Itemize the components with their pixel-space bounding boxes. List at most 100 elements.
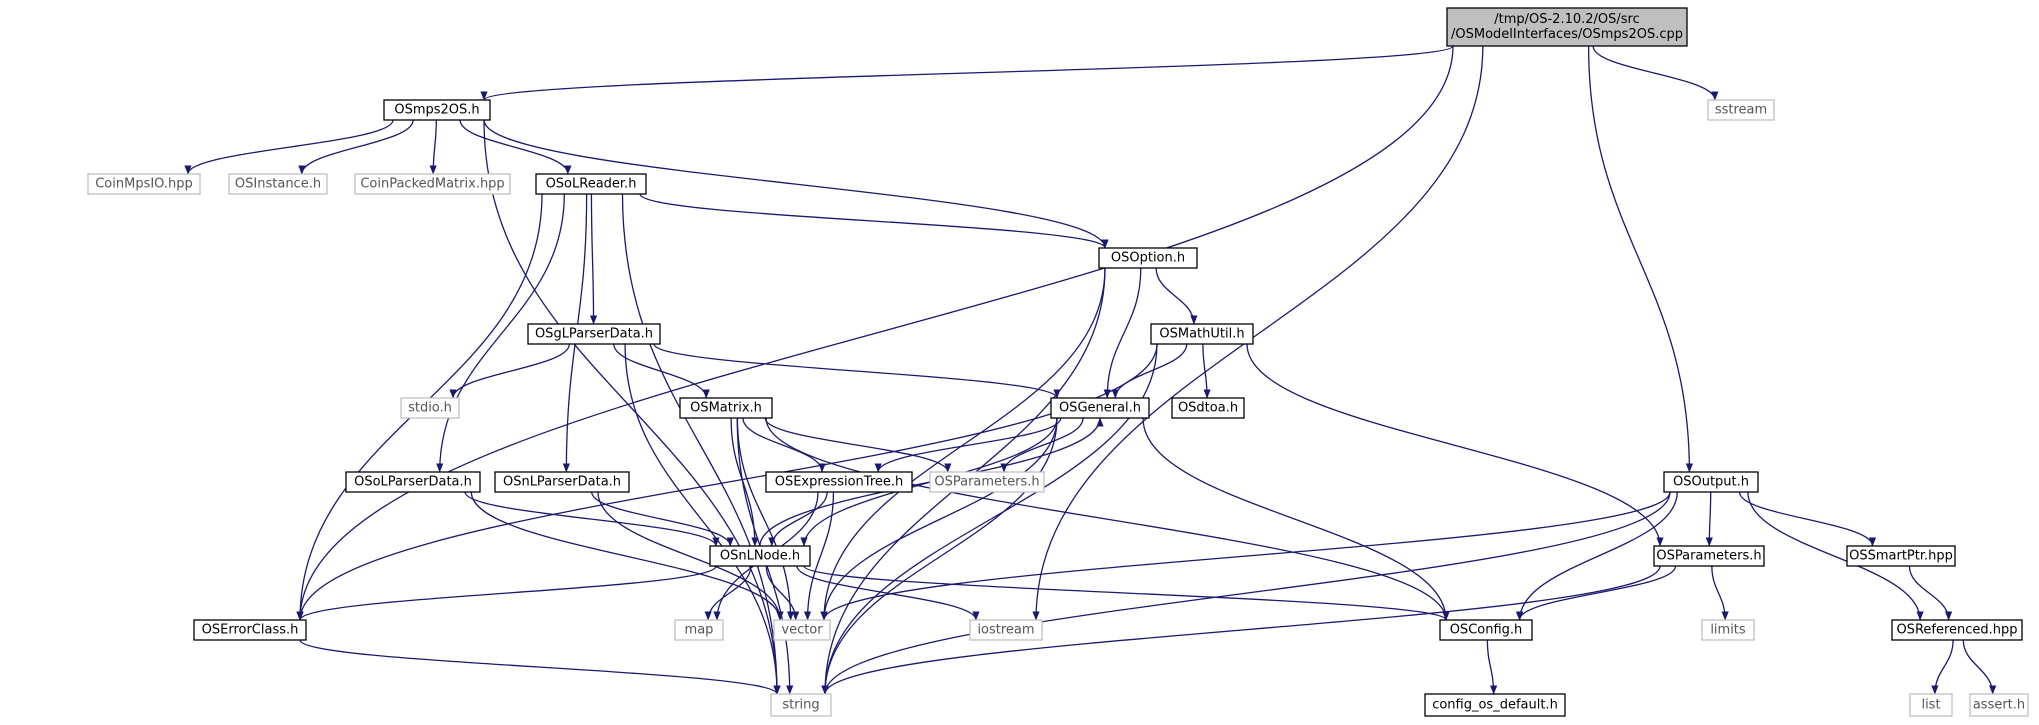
- node-label: OSnLNode.h: [720, 549, 800, 564]
- edge-osolparser-to-vector: [470, 491, 784, 621]
- node-label: string: [782, 698, 819, 713]
- node-osnlnode[interactable]: OSnLNode.h: [709, 545, 811, 567]
- node-sstream: sstream: [1707, 99, 1775, 121]
- edge-osolreader-to-osglparser: [589, 193, 598, 325]
- edge-osmathutil-to-osdtoa: [1202, 343, 1211, 399]
- edge-osolreader-to-osoption: [639, 193, 1109, 249]
- edge-osmathutil-to-osgeneral: [1111, 343, 1188, 399]
- edge-osnlnode-to-iostream: [796, 565, 980, 621]
- edge-smps2os-to-osinstance: [298, 119, 414, 175]
- node-box: [354, 173, 511, 195]
- node-label: OSReferenced.hpp: [1896, 623, 2017, 638]
- node-ossmartptr[interactable]: OSSmartPtr.hpp: [1846, 545, 1956, 567]
- edge-root-to-smps2os: [480, 45, 1454, 101]
- edge-osolreader-to-string: [621, 193, 781, 695]
- node-box: [1707, 99, 1775, 121]
- node-box: [1446, 7, 1688, 47]
- node-box: [770, 693, 832, 717]
- node-label: OSMathUtil.h: [1159, 327, 1244, 342]
- edge-osexprtree-to-vector: [803, 491, 835, 621]
- node-label: OSgLParserData.h: [535, 327, 653, 342]
- node-string: string: [770, 693, 832, 717]
- edge-smps2os-to-coinmpsio: [184, 119, 394, 175]
- node-box: [527, 323, 661, 345]
- node-label: OSSmartPtr.hpp: [1849, 549, 1953, 564]
- edge-osmathutil-to-osparams: [1246, 343, 1664, 547]
- node-label: OSParameters.h: [1656, 549, 1761, 564]
- edge-osoption-to-osgeneral: [1103, 267, 1142, 399]
- node-osoutput[interactable]: OSOutput.h: [1663, 471, 1759, 493]
- node-osreferenced[interactable]: OSReferenced.hpp: [1891, 619, 2023, 641]
- node-label: OSmps2OS.h: [394, 103, 479, 118]
- edge-osmatrix-to-osconfig: [765, 417, 1450, 621]
- node-label: OSnLParserData.h: [503, 475, 621, 490]
- node-osdtoa[interactable]: OSdtoa.h: [1171, 397, 1245, 419]
- edge-osreferenced-to-assert: [1962, 639, 1997, 695]
- node-osgeneral[interactable]: OSGeneral.h: [1050, 397, 1150, 419]
- edge-osexprtree-to-osnlnode: [768, 491, 828, 547]
- edge-osoutput-to-osconfig: [1516, 491, 1678, 621]
- node-box: [87, 173, 201, 195]
- edge-osglparser-to-osmatrix: [613, 343, 710, 399]
- node-osparams[interactable]: OSParameters.h: [1653, 545, 1765, 567]
- edge-osgeneral-to-vector: [820, 417, 1058, 621]
- node-label: OSInstance.h: [235, 177, 321, 192]
- edge-layer: [184, 45, 1997, 695]
- edge-ossmartptr-to-osreferenced: [1908, 565, 1953, 621]
- edge-osnlnode-to-osconfig: [803, 565, 1450, 621]
- edge-osgeneral-to-osexprtree: [874, 417, 1062, 473]
- node-osnlparser[interactable]: OSnLParserData.h: [494, 471, 630, 493]
- node-assert: assert.h: [1969, 693, 2029, 717]
- node-configdefault[interactable]: config_os_default.h: [1424, 693, 1566, 717]
- node-box: [400, 397, 460, 419]
- node-osolparser[interactable]: OSoLParserData.h: [345, 471, 481, 493]
- node-box: [1909, 693, 1953, 717]
- edge-osoutput-to-osreferenced: [1747, 491, 1924, 621]
- node-limits: limits: [1701, 619, 1755, 641]
- node-label: OSParameters.h: [934, 475, 1039, 490]
- node-label: iostream: [977, 623, 1034, 638]
- node-box: [1891, 619, 2023, 641]
- edge-oserrorclass-to-string: [299, 639, 781, 695]
- node-smps2os[interactable]: OSmps2OS.h: [383, 99, 491, 121]
- edge-osparams-to-string: [821, 565, 1661, 695]
- node-osinstance: OSInstance.h: [228, 173, 328, 195]
- node-box: [674, 619, 724, 641]
- node-box: [1653, 545, 1765, 567]
- node-osglparser[interactable]: OSgLParserData.h: [527, 323, 661, 345]
- node-label: map: [685, 623, 714, 638]
- node-box: [193, 619, 307, 641]
- edge-osconfig-to-configdefault: [1486, 639, 1498, 695]
- edge-osreferenced-to-list: [1931, 639, 1954, 695]
- node-box: [535, 173, 647, 195]
- node-list: list: [1909, 693, 1953, 717]
- node-map: map: [674, 619, 724, 641]
- edge-osoption-to-osmathutil: [1155, 267, 1198, 325]
- edge-osnlnode-to-vector: [765, 565, 800, 621]
- node-box: [1098, 247, 1198, 269]
- edge-osoutput-to-ossmartptr: [1738, 491, 1877, 547]
- edge-osgeneral-to-string: [821, 417, 1058, 695]
- edge-smps2os-to-coinpacked: [429, 119, 437, 175]
- edge-osglparser-to-stdio: [449, 343, 571, 399]
- node-label: stdio.h: [408, 401, 452, 416]
- node-coinmpsio: CoinMpsIO.hpp: [87, 173, 201, 195]
- node-box: [969, 619, 1043, 641]
- node-oserrorclass[interactable]: OSErrorClass.h: [193, 619, 307, 641]
- edge-osoutput-to-vector: [820, 491, 1671, 621]
- edge-osmatrix-to-osexprtree: [742, 417, 826, 473]
- edge-osparams-to-limits: [1711, 565, 1729, 621]
- node-box: [709, 545, 811, 567]
- node-osexprtree[interactable]: OSExpressionTree.h: [765, 471, 913, 493]
- node-osconfig[interactable]: OSConfig.h: [1439, 619, 1533, 641]
- node-box: [494, 471, 630, 493]
- edge-smps2os-to-osoption: [483, 119, 1109, 249]
- node-box: [1846, 545, 1956, 567]
- node-root[interactable]: /tmp/OS-2.10.2/OS/src/OSModelInterfaces/…: [1446, 7, 1688, 47]
- node-osoption[interactable]: OSOption.h: [1098, 247, 1198, 269]
- node-box: [228, 173, 328, 195]
- node-osmathutil[interactable]: OSMathUtil.h: [1150, 323, 1254, 345]
- node-osolreader[interactable]: OSoLReader.h: [535, 173, 647, 195]
- node-osmatrix[interactable]: OSMatrix.h: [679, 397, 773, 419]
